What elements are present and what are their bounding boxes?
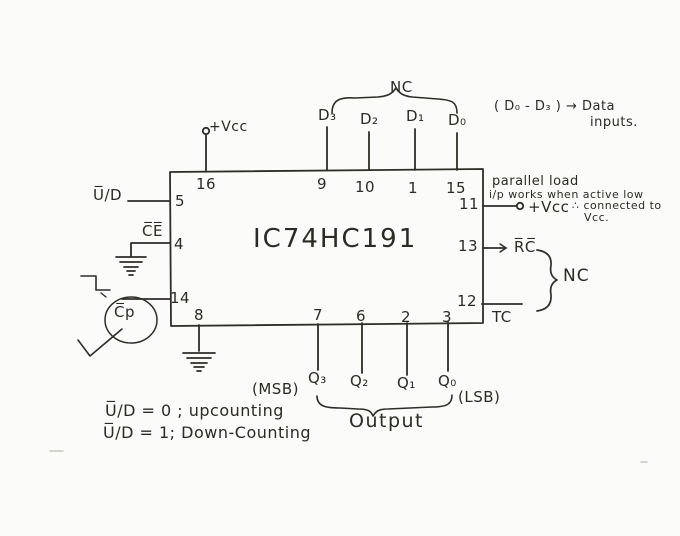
- lsb-label: (LSB): [458, 388, 501, 406]
- q3-label: Q₃: [308, 369, 327, 387]
- pin12-number: 12: [457, 292, 478, 310]
- pin10-number: 10: [355, 178, 376, 196]
- d3-label: D₃: [318, 106, 337, 124]
- output-group-label: Output: [349, 410, 424, 432]
- vcc-right-terminal: [515, 201, 525, 211]
- parallel-load-note-line3: ∴ connected to: [572, 199, 662, 212]
- pin5-number: 5: [175, 192, 186, 210]
- pin15-number: 15: [446, 179, 467, 197]
- pin8-number: 8: [194, 306, 205, 324]
- q0-label: Q₀: [438, 372, 457, 390]
- nc-right-label: NC: [563, 266, 590, 286]
- rc-arrowhead-icon: [499, 243, 507, 253]
- count-enable-label: C̅E̅: [142, 222, 163, 240]
- data-inputs-note-line2: inputs.: [590, 115, 638, 130]
- nc-right-brace: [536, 249, 558, 312]
- mode-note-downcounting: U̅/D = 1; Down-Counting: [103, 423, 312, 442]
- clock-waveform-icon: [80, 275, 111, 291]
- d1-label: D₁: [406, 107, 425, 125]
- pin1-number: 1: [408, 179, 419, 197]
- msb-label: (MSB): [252, 380, 299, 398]
- pin2-number: 2: [401, 308, 412, 326]
- ground-symbol-ce: [115, 256, 147, 276]
- d0-label: D₀: [448, 111, 467, 129]
- parallel-load-note-line1: parallel load: [492, 174, 579, 189]
- pin6-number: 6: [356, 307, 367, 325]
- pin4-stub-ce: [130, 242, 171, 257]
- up-down-input-label: U̅/D: [93, 186, 123, 204]
- pin13-number: 13: [458, 237, 479, 255]
- cp-highlight-circle: [104, 296, 158, 344]
- q1-label: Q₁: [397, 374, 416, 392]
- ic-body-outline: [169, 168, 484, 327]
- clock-pulse-label: C̅p: [114, 303, 135, 321]
- pin9-number: 9: [317, 175, 328, 193]
- cp-pointer-checkmark: [77, 328, 123, 357]
- ripple-clock-label: R̅C̅: [514, 238, 536, 256]
- mode-note-upcounting: U̅/D = 0 ; upcounting: [105, 401, 284, 420]
- pin4-number: 4: [174, 235, 185, 253]
- vcc-top-label: +Vcc: [209, 119, 248, 135]
- vcc-right-label: +Vcc: [528, 198, 570, 216]
- pin11-number: 11: [459, 195, 480, 213]
- parallel-load-note-line4: Vcc.: [584, 211, 610, 224]
- ic-part-number: IC74HC191: [253, 224, 418, 254]
- ground-symbol-pin8: [182, 352, 216, 372]
- pin16-number: 16: [196, 175, 217, 193]
- vcc-top-terminal: [201, 126, 211, 136]
- pin14-number: 14: [170, 289, 191, 307]
- clock-tick-mark: [100, 292, 107, 298]
- nc-top-brace: [331, 87, 458, 114]
- nc-top-label: NC: [390, 78, 413, 96]
- terminal-count-label: TC: [492, 308, 512, 326]
- pin7-number: 7: [313, 306, 324, 324]
- data-inputs-note-line1: ( D₀ - D₃ ) → Data: [494, 99, 616, 114]
- scan-noise-marks: [49, 450, 648, 463]
- parallel-load-note-line2: i/p works when active low: [489, 188, 644, 201]
- output-bottom-brace: [316, 394, 453, 417]
- d2-label: D₂: [360, 110, 379, 128]
- q2-label: Q₂: [350, 372, 369, 390]
- pin3-number: 3: [442, 308, 453, 326]
